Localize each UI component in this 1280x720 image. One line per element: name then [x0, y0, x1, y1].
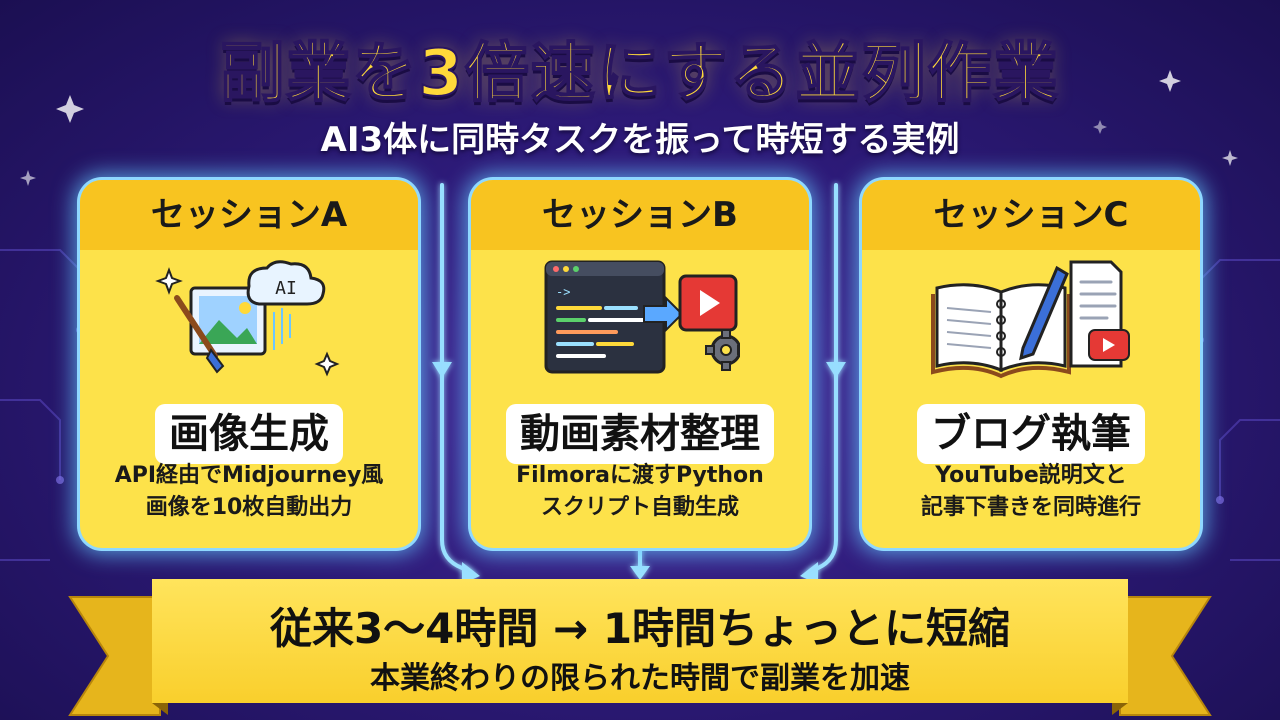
result-subline: 本業終わりの限られた時間で副業を加速	[370, 661, 910, 696]
session-b-header: セッションB	[471, 180, 809, 250]
banner-body: 従来3〜4時間 → 1時間ちょっとに短縮 本業終わりの限られた時間で副業を加速	[152, 579, 1128, 703]
result-headline: 従来3〜4時間 → 1時間ちょっとに短縮	[269, 604, 1011, 653]
session-a-label: 画像生成	[155, 404, 343, 464]
code-to-video-icon: ->	[544, 260, 740, 374]
session-card-b: セッションB -> 動画素材整理 Filmoraに渡すPython スクリプト自…	[471, 180, 809, 548]
code-prompt-text: ->	[556, 285, 570, 299]
session-c-label: ブログ執筆	[917, 404, 1145, 464]
ai-image-generation-icon: AI	[155, 260, 340, 377]
ai-cloud-text: AI	[275, 278, 297, 299]
notebook-to-document-icon	[931, 260, 1130, 379]
page-title: 副業を3倍速にする並列作業	[219, 36, 1060, 112]
session-b-label: 動画素材整理	[506, 404, 774, 464]
session-a-description: API経由でMidjourney風 画像を10枚自動出力	[114, 463, 384, 520]
session-card-a: セッションA AI 画像生成 API経由でMidjourney風 画像を10枚自…	[80, 180, 418, 548]
session-c-header: セッションC	[862, 180, 1200, 250]
banner-ribbon-tails	[68, 596, 1212, 716]
session-c-description: YouTube説明文と 記事下書きを同時進行	[920, 463, 1141, 520]
session-card-c: セッションC ブログ執筆 YouTube説明文と 記事下書きを同時進行	[862, 180, 1200, 548]
session-a-header: セッションA	[80, 180, 418, 250]
session-b-description: Filmoraに渡すPython スクリプト自動生成	[516, 463, 764, 520]
result-banner: 従来3〜4時間 → 1時間ちょっとに短縮 本業終わりの限られた時間で副業を加速	[0, 575, 1280, 720]
page-subtitle: AI3体に同時タスクを振って時短する実例	[320, 120, 960, 160]
